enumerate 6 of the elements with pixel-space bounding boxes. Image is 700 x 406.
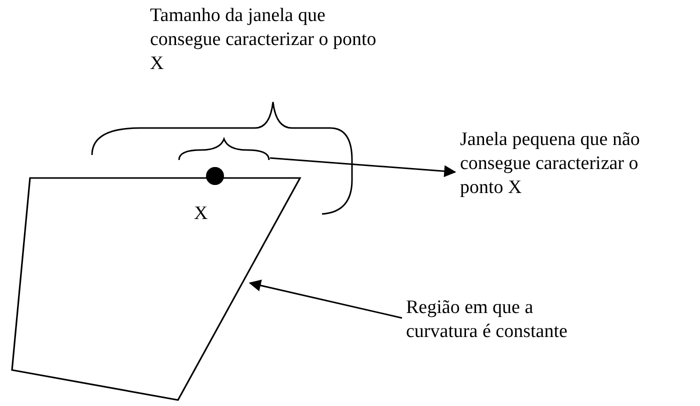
annotation-text: Região em que a curvatura é constante — [406, 296, 606, 344]
annotation-text: Janela pequena que não consegue caracterizar o ponto X — [460, 128, 675, 200]
arrow — [248, 280, 402, 319]
point-label: X — [194, 202, 209, 226]
arrow — [270, 157, 456, 178]
annotation-text: Tamanho da janela que consegue caracterizar o ponto X — [150, 4, 378, 76]
